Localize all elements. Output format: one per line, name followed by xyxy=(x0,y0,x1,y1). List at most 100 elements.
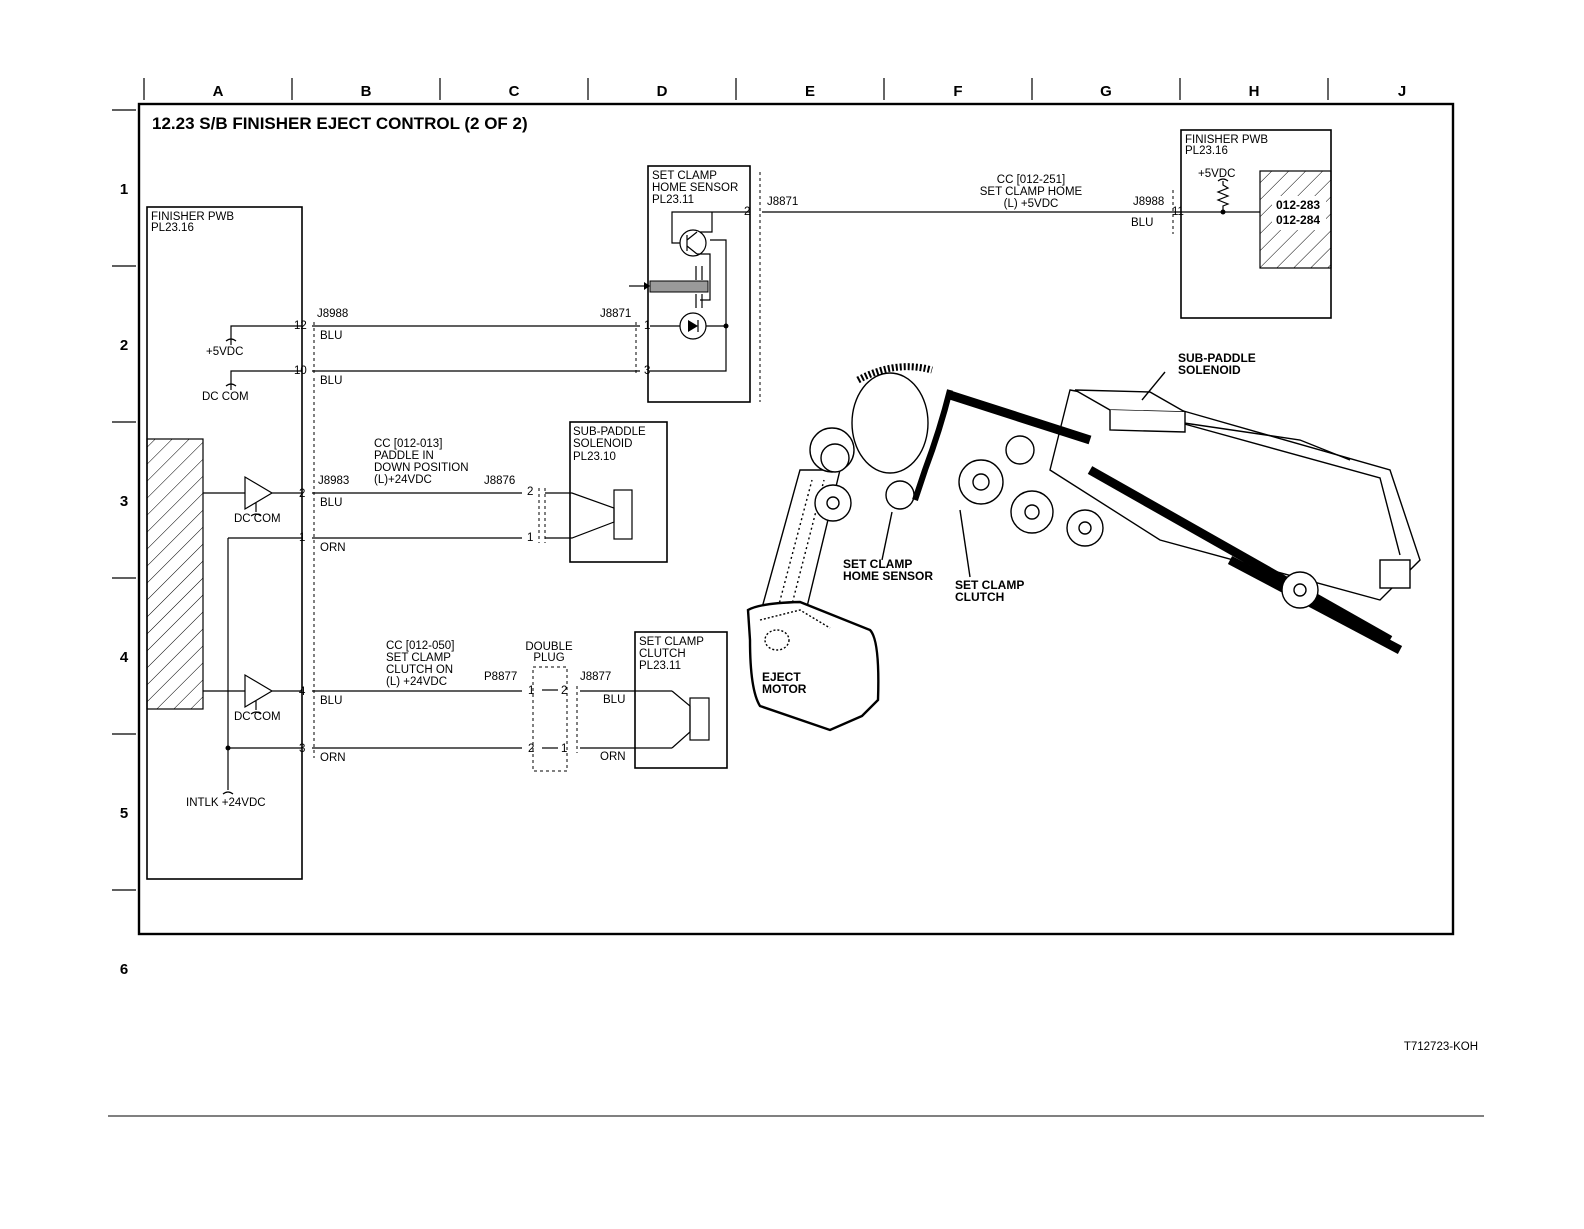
pin-label: 2 xyxy=(528,743,534,755)
connector-label: P8877 xyxy=(484,671,517,683)
svg-text:SOLENOID: SOLENOID xyxy=(1178,363,1241,377)
svg-text:DC COM: DC COM xyxy=(202,391,249,403)
svg-text:PADDLE IN: PADDLE IN xyxy=(374,450,434,462)
svg-text:INTLK +24VDC: INTLK +24VDC xyxy=(186,797,266,809)
svg-text:SET CLAMP: SET CLAMP xyxy=(955,578,1024,592)
supply-5vdc-left: +5VDC DC COM xyxy=(202,325,302,403)
svg-text:(L)+24VDC: (L)+24VDC xyxy=(374,474,432,486)
svg-text:SUB-PADDLE: SUB-PADDLE xyxy=(573,426,646,438)
column-label: G xyxy=(1100,83,1112,100)
svg-text:HOME SENSOR: HOME SENSOR xyxy=(652,182,738,194)
sub-paddle-circuit: DC COM J8983 2 1 BLU ORN CC [012-013] PA… xyxy=(203,378,668,758)
home-sensor-signal: J8871 CC [012-251] SET CLAMP HOME (L) +5… xyxy=(759,172,1184,402)
sensor-harness: J8988 12 10 BLU BLU J8871 1 3 xyxy=(294,308,650,387)
svg-text:CLUTCH ON: CLUTCH ON xyxy=(386,664,453,676)
row-label: 1 xyxy=(120,181,128,198)
svg-text:DOUBLE: DOUBLE xyxy=(525,641,573,653)
svg-text:CLUTCH: CLUTCH xyxy=(639,648,686,660)
column-label: C xyxy=(509,83,520,100)
page-title: 12.23 S/B FINISHER EJECT CONTROL (2 OF 2… xyxy=(152,114,528,133)
svg-text:PLUG: PLUG xyxy=(533,652,564,664)
pin-label: 1 xyxy=(527,532,533,544)
pin-label: 1 xyxy=(528,685,534,697)
wire-color: BLU xyxy=(1131,217,1153,229)
pin-label: 1 xyxy=(561,743,567,755)
svg-text:+5VDC: +5VDC xyxy=(206,346,243,358)
svg-text:SET CLAMP: SET CLAMP xyxy=(843,557,912,571)
column-grid: A B C D E F G H J xyxy=(143,78,1406,100)
svg-text:DOWN POSITION: DOWN POSITION xyxy=(374,462,469,474)
connector-label: J8988 xyxy=(1133,196,1164,208)
row-label: 4 xyxy=(120,649,129,666)
connector-label: J8871 xyxy=(600,308,631,320)
connector-label: J8871 xyxy=(767,196,798,208)
pwb-hatched-block xyxy=(146,438,204,710)
pin-label: 2 xyxy=(561,685,567,697)
svg-text:FINISHER PWB: FINISHER PWB xyxy=(151,211,234,223)
svg-text:+5VDC: +5VDC xyxy=(1198,168,1235,180)
wire-color: ORN xyxy=(600,751,626,763)
svg-text:SOLENOID: SOLENOID xyxy=(573,438,632,450)
column-label: F xyxy=(953,83,962,100)
pin-label: 11 xyxy=(1172,206,1184,218)
svg-text:PL23.16: PL23.16 xyxy=(1185,145,1228,157)
svg-text:HOME SENSOR: HOME SENSOR xyxy=(843,569,933,583)
row-label: 2 xyxy=(120,337,128,354)
row-label: 3 xyxy=(120,493,128,510)
connector-label: J8876 xyxy=(484,475,515,487)
svg-text:FINISHER PWB: FINISHER PWB xyxy=(1185,134,1268,146)
column-label: D xyxy=(657,83,668,100)
svg-text:(L) +24VDC: (L) +24VDC xyxy=(386,676,447,688)
svg-text:CC [012-050]: CC [012-050] xyxy=(386,640,454,652)
svg-text:DC COM: DC COM xyxy=(234,513,281,525)
pin-label: 10 xyxy=(294,365,307,377)
pin-label: 2 xyxy=(527,486,533,498)
connector-label: J8988 xyxy=(317,308,348,320)
column-label: A xyxy=(213,83,224,100)
svg-text:(L) +5VDC: (L) +5VDC xyxy=(1004,198,1059,210)
wire-color: BLU xyxy=(320,330,342,342)
svg-text:CC [012-013]: CC [012-013] xyxy=(374,438,442,450)
column-label: H xyxy=(1249,83,1260,100)
svg-text:SET CLAMP: SET CLAMP xyxy=(652,170,717,182)
pin-label: 12 xyxy=(294,320,307,332)
column-label: E xyxy=(805,83,815,100)
svg-text:SET CLAMP: SET CLAMP xyxy=(639,636,704,648)
svg-text:012-283: 012-283 xyxy=(1276,198,1320,212)
row-label: 5 xyxy=(120,805,128,822)
wire-color: BLU xyxy=(320,375,342,387)
svg-text:EJECT: EJECT xyxy=(762,670,801,684)
svg-text:SET CLAMP: SET CLAMP xyxy=(386,652,451,664)
illustration-callouts: SUB-PADDLE SOLENOID SET CLAMP HOME SENSO… xyxy=(762,351,1256,696)
finisher-pwb-right: FINISHER PWB PL23.16 +5VDC 012-283 012-2… xyxy=(1180,129,1332,319)
column-label: B xyxy=(361,83,372,100)
finisher-pwb-left: FINISHER PWB PL23.16 xyxy=(146,206,303,880)
pin-label: 4 xyxy=(299,686,306,698)
row-grid: 1 2 3 4 5 6 xyxy=(112,109,136,978)
wire-color: ORN xyxy=(320,542,346,554)
connector-label: J8983 xyxy=(318,475,349,487)
wire-color: BLU xyxy=(320,497,342,509)
svg-text:PL23.11: PL23.11 xyxy=(639,660,681,672)
svg-text:MOTOR: MOTOR xyxy=(762,682,807,696)
pin-label: 2 xyxy=(299,488,305,500)
svg-text:PL23.16: PL23.16 xyxy=(151,222,194,234)
svg-text:SUB-PADDLE: SUB-PADDLE xyxy=(1178,351,1256,365)
svg-text:DC COM: DC COM xyxy=(234,711,281,723)
svg-text:CLUTCH: CLUTCH xyxy=(955,590,1004,604)
svg-text:PL23.10: PL23.10 xyxy=(573,451,616,463)
column-label: J xyxy=(1398,83,1406,100)
svg-text:PL23.11: PL23.11 xyxy=(652,194,694,206)
row-label: 6 xyxy=(120,961,128,978)
pin-label: 3 xyxy=(299,743,305,755)
wire-color: BLU xyxy=(603,694,625,706)
svg-text:SET CLAMP HOME: SET CLAMP HOME xyxy=(980,186,1083,198)
diagram-frame xyxy=(137,102,1455,936)
svg-text:012-284: 012-284 xyxy=(1276,213,1320,227)
intlk-24vdc-bus: INTLK +24VDC xyxy=(186,537,302,809)
mechanism-illustration xyxy=(746,363,1421,732)
set-clamp-home-sensor: SET CLAMP HOME SENSOR PL23.11 2 xyxy=(629,165,751,403)
document-id: T712723-KOH xyxy=(1404,1041,1478,1053)
